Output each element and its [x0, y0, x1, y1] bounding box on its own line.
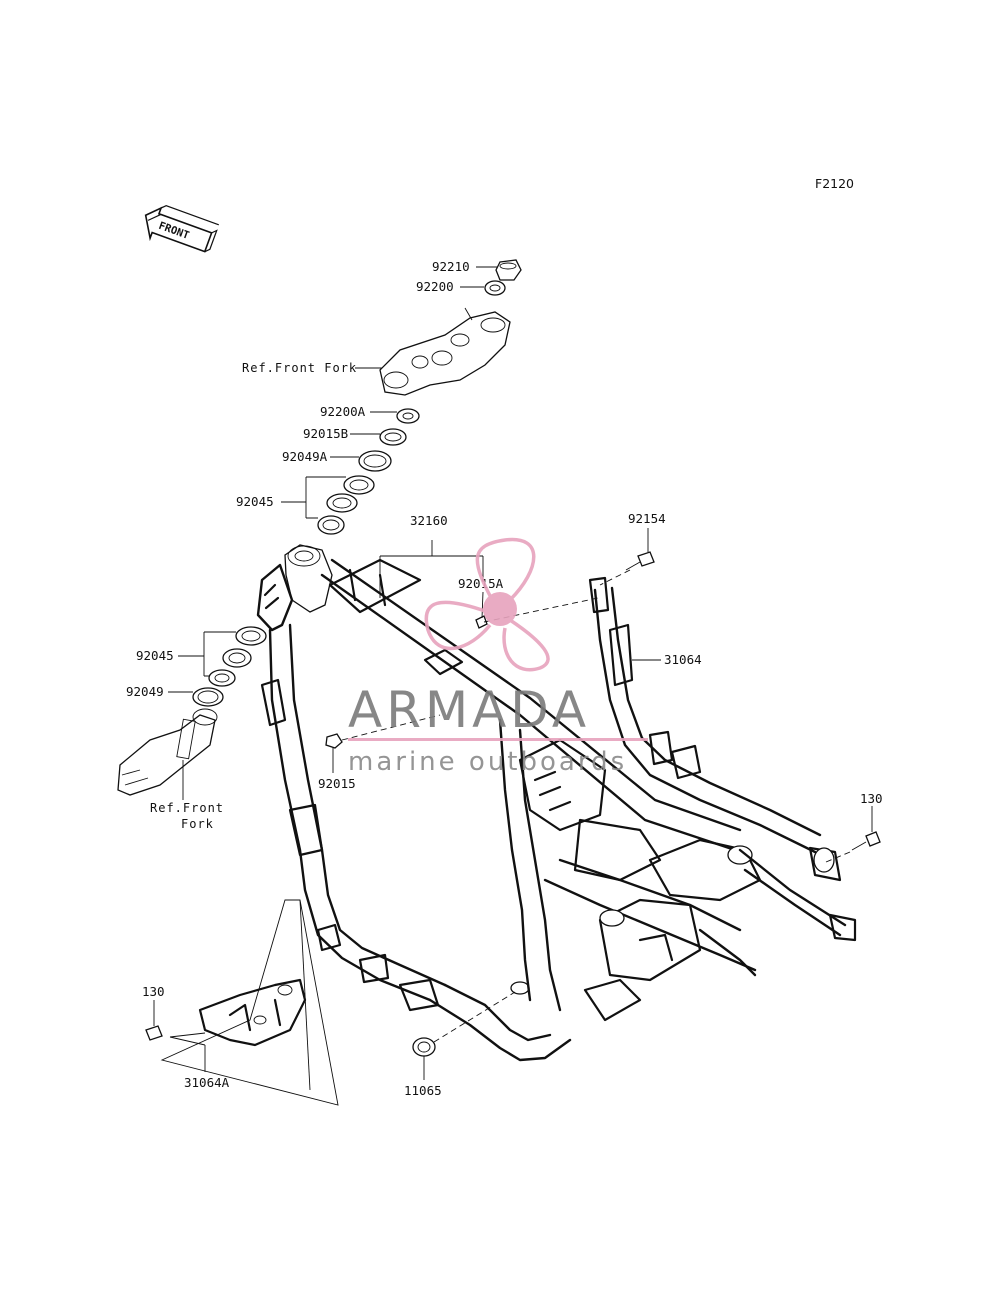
- label-92015B: 92015B: [303, 426, 348, 441]
- watermark-brand: ARMADA: [348, 681, 590, 739]
- watermark-underline: [348, 738, 648, 741]
- seal-92049: [192, 687, 224, 707]
- nut-92015B: [379, 428, 407, 446]
- bolt-92015A: [475, 615, 488, 629]
- label-ref-front-fork-top: Ref.Front Fork: [242, 361, 357, 375]
- lockwasher-92200A: [396, 408, 420, 424]
- label-11065: 11065: [404, 1083, 442, 1098]
- label-ref-front-fork-low-2: Fork: [181, 817, 214, 831]
- label-130-left: 130: [142, 984, 165, 999]
- lower-triple-clamp: [117, 708, 218, 796]
- label-92049: 92049: [126, 684, 164, 699]
- label-31064: 31064: [664, 652, 702, 667]
- seal-92049A: [358, 450, 392, 472]
- front-direction-arrow-icon: FRONT: [144, 205, 219, 253]
- label-92210: 92210: [432, 259, 470, 274]
- label-130-right: 130: [860, 791, 883, 806]
- label-92200: 92200: [416, 279, 454, 294]
- bolt-92154: [625, 551, 655, 571]
- figure-number: F2120: [815, 176, 854, 191]
- grommet-11065: [412, 1037, 436, 1057]
- label-ref-front-fork-low-1: Ref.Front: [150, 801, 224, 815]
- label-92045-upper: 92045: [236, 494, 274, 509]
- propeller-logo-icon: [424, 537, 550, 672]
- watermark-tagline: marine outboards: [348, 747, 627, 777]
- upper-triple-clamp: [379, 307, 511, 396]
- washer-92200: [484, 280, 506, 296]
- bolt-130-left: [145, 1025, 163, 1041]
- bearing-92045-lower: [208, 626, 267, 687]
- nut-92015: [325, 733, 343, 749]
- label-92154: 92154: [628, 511, 666, 526]
- label-92045-lower: 92045: [136, 648, 174, 663]
- bearing-92045-upper: [317, 475, 375, 535]
- label-92200A: 92200A: [320, 404, 366, 419]
- label-92015: 92015: [318, 776, 356, 791]
- nut-92210: [495, 259, 522, 281]
- main-frame: [256, 544, 857, 1062]
- label-32160: 32160: [410, 513, 448, 528]
- label-92015A: 92015A: [458, 576, 504, 591]
- label-31064A: 31064A: [184, 1075, 230, 1090]
- bracket-31064A: [198, 978, 307, 1047]
- watermark: ARMADA marine outboards: [348, 537, 648, 777]
- bolt-130-right: [851, 831, 881, 851]
- label-92049A: 92049A: [282, 449, 328, 464]
